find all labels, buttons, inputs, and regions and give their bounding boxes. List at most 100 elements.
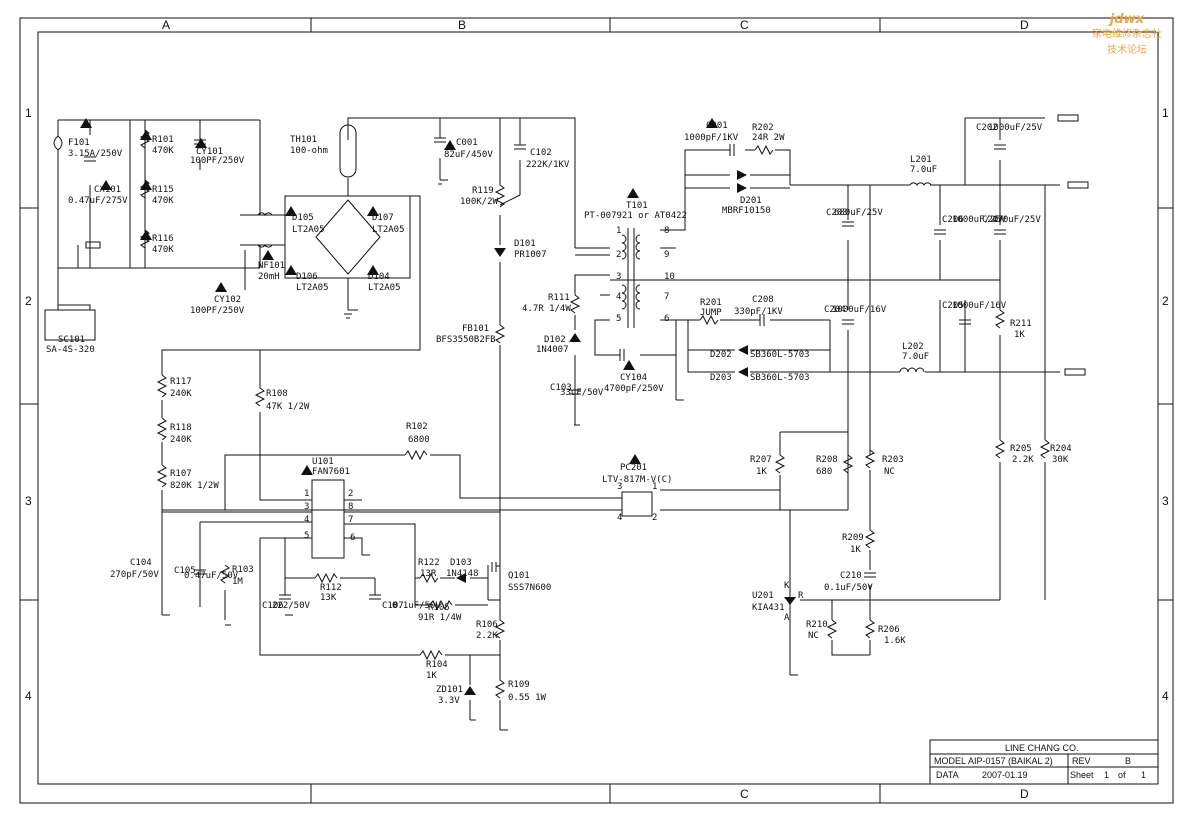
- pc201-ref: PC201: [620, 463, 647, 473]
- q101-ref: Q101: [508, 571, 530, 581]
- r104-ref: R104: [426, 660, 448, 670]
- r205-value: 2.2K: [1012, 455, 1034, 465]
- ground-symbols: [162, 179, 798, 731]
- zigzag-resistor-r112: [314, 572, 338, 584]
- diode-d201b: [737, 183, 747, 193]
- r112-ref: R112: [320, 583, 342, 593]
- t101-pin-label: 10: [664, 272, 675, 282]
- cx101-ref: CX101: [94, 185, 121, 195]
- title-date-label: DATA: [936, 770, 959, 780]
- r202-value: 24R 2W: [752, 133, 785, 143]
- t101-pin-label: 9: [664, 250, 669, 260]
- zigzag-resistor-r117: [156, 374, 168, 398]
- zigzag-resistor-r203: [864, 449, 876, 469]
- title-model-label: MODEL: [934, 756, 966, 766]
- zd101-ref: ZD101: [436, 685, 463, 695]
- sc101-ref: SC101: [58, 335, 85, 345]
- d103-value: 1N4148: [446, 569, 479, 579]
- u201-pin-label: R: [798, 591, 804, 601]
- c207-value: 470uF/25V: [992, 215, 1041, 225]
- c207-ref: C207: [982, 215, 1004, 225]
- r112-value: 13K: [320, 593, 337, 603]
- d107-value: LT2A05: [372, 225, 405, 235]
- u101-pin-label: 7: [348, 515, 353, 525]
- t101-pin-label: 8: [664, 226, 669, 236]
- d201-ref: D201: [740, 196, 762, 206]
- u201-pin-label: K: [784, 581, 790, 591]
- col-label-d-top: D: [1020, 18, 1029, 32]
- title-sheet: 1: [1104, 770, 1109, 780]
- r209-ref: R209: [842, 533, 864, 543]
- title-sheet-label: Sheet: [1070, 770, 1094, 780]
- zigzag-resistor-fb101: [494, 324, 506, 344]
- r210-value: NC: [808, 631, 819, 641]
- col-label-b-top: B: [458, 18, 466, 32]
- d106-value: LT2A05: [296, 283, 329, 293]
- d105-value: LT2A05: [292, 225, 325, 235]
- r109-ref: R109: [508, 680, 530, 690]
- r201-value: JUMP: [700, 308, 722, 318]
- r206-value: 1.6K: [884, 636, 906, 646]
- r209-value: 1K: [850, 545, 861, 555]
- nf101-value: 20mH: [258, 272, 280, 282]
- zigzag-resistor-r102: [404, 449, 428, 461]
- l202-value: 7.0uF: [902, 352, 929, 362]
- row-label-1-left: 1: [25, 106, 32, 120]
- d202-ref: D202: [710, 350, 732, 360]
- symbols: [44, 114, 1089, 731]
- zigzag-resistor-r118: [156, 417, 168, 441]
- zigzag-resistor-r202: [754, 144, 774, 156]
- r106-ref: R106: [476, 620, 498, 630]
- th101-value: 100-ohm: [290, 146, 328, 156]
- r115-ref: R115: [152, 185, 174, 195]
- r205-ref: R205: [1010, 444, 1032, 454]
- zigzag-resistor-r201: [699, 314, 719, 326]
- sheet-frame: A B C D C D 1 2 3 4 1 2 3 4: [19, 17, 1174, 804]
- r103-ref: R103: [232, 565, 254, 575]
- c202-value: 1000uF/25V: [988, 123, 1043, 133]
- r117-value: 240K: [170, 389, 192, 399]
- row-label-1-right: 1: [1162, 106, 1169, 120]
- zigzag-resistor-r103: [219, 564, 231, 584]
- u101-pin-label: 1: [304, 489, 309, 499]
- u101-pin-label: 4: [304, 515, 309, 525]
- zener-zd101: [464, 686, 476, 695]
- watermark: jdwx 家电维修杂志社 技术论坛: [1082, 12, 1172, 59]
- zigzag-resistor-r105: [429, 599, 453, 611]
- r101-value: 470K: [152, 146, 174, 156]
- input-tag: [85, 241, 101, 249]
- nf101-ref: NF101: [258, 261, 285, 271]
- c203-value: 680uF/25V: [834, 208, 883, 218]
- col-label-c-top: C: [740, 18, 749, 32]
- zigzag-resistor-r205: [994, 439, 1006, 459]
- diode-d103: [456, 573, 466, 583]
- mosfet-q101: [491, 562, 500, 572]
- zigzag-resistor-r206: [864, 619, 876, 639]
- l201-ref: L201: [910, 155, 932, 165]
- zigzag-resistor-r109: [494, 679, 506, 699]
- r108-value: 47K 1/2W: [266, 402, 310, 412]
- l202-ref: L202: [902, 342, 924, 352]
- fuse-symbol: [53, 135, 63, 151]
- r116-value: 470K: [152, 245, 174, 255]
- row-label-4-left: 4: [25, 689, 32, 703]
- r107-value: 820K 1/2W: [170, 481, 219, 491]
- c201-value: 1000pF/1KV: [684, 133, 739, 143]
- c107-ref: C107: [382, 601, 404, 611]
- u101-value: FAN7601: [312, 467, 350, 477]
- row-label-2-left: 2: [25, 294, 32, 308]
- r104-value: 1K: [426, 671, 437, 681]
- r208-value: 680: [816, 467, 832, 477]
- r211-value: 1K: [1014, 330, 1025, 340]
- r206-ref: R206: [878, 625, 900, 635]
- c206-value: 1000uF/25V: [952, 215, 1007, 225]
- r116-ref: R116: [152, 234, 174, 244]
- thermistor-symbol: [339, 124, 357, 178]
- title-rev: B: [1125, 756, 1131, 766]
- d102-value: 1N4007: [536, 345, 569, 355]
- t101-pin-label: 7: [664, 292, 669, 302]
- cy101-value: 100PF/250V: [190, 156, 245, 166]
